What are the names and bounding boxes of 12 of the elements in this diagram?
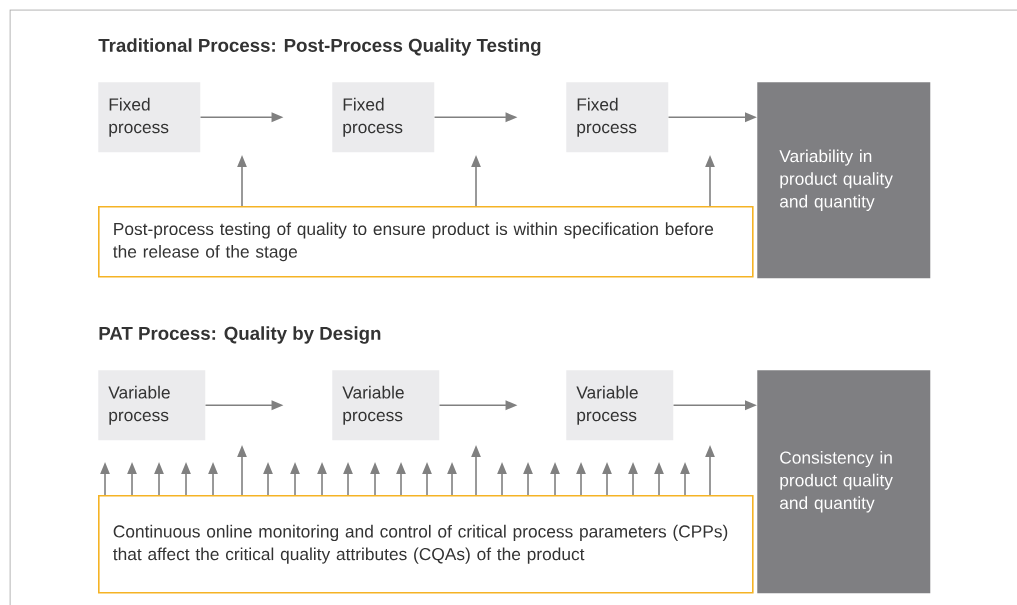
process-box: Fixed process [566, 82, 669, 153]
heading: PAT Process: Quality by Design [99, 326, 381, 344]
heading: Traditional Process: Post-Process Quality Testing [98, 38, 541, 56]
process-box: Fixed process [332, 82, 435, 153]
process-box: Fixed process [98, 82, 201, 153]
note-box: Continuous online monitoring and control of critical process parameters (CPPs) that affect the critical quality attributes (CQAs) of the product [98, 495, 754, 594]
note-box: Post-process testing of quality to ensure product is within specification before the release of the stage [98, 206, 754, 278]
process-box: Variable process [566, 370, 674, 441]
result-box: Variability in product quality and quantity [757, 82, 931, 279]
process-box: Variable process [332, 370, 440, 441]
process-box: Variable process [98, 370, 206, 441]
result-box: Consistency in product quality and quantity [757, 370, 931, 594]
